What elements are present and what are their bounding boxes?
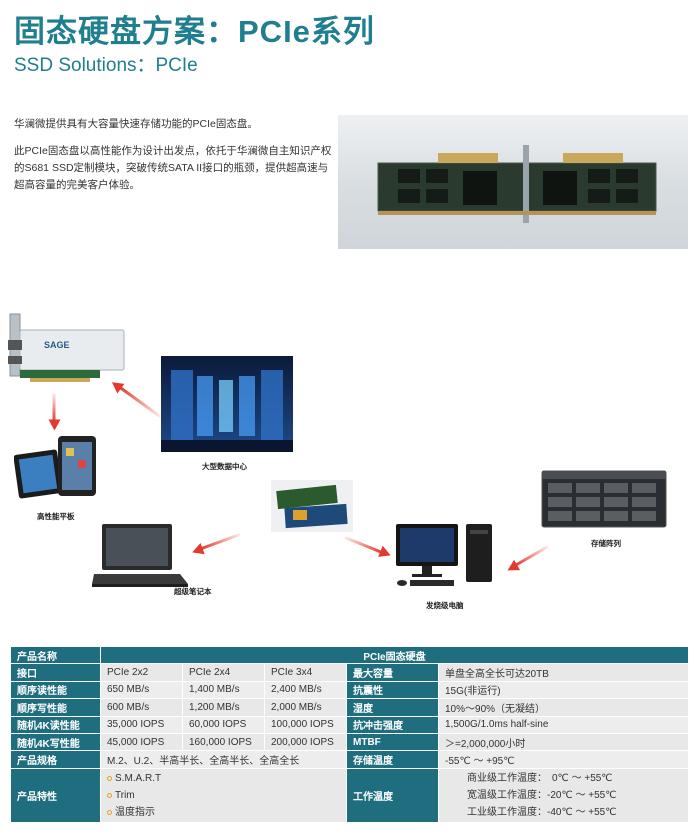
list-item: 商业级工作温度： 0℃ ～ +55℃ bbox=[467, 772, 613, 784]
table-header-row: 产品名称 PCIe固态硬盘 bbox=[10, 645, 689, 665]
table-cell: PCIe 2x4 bbox=[182, 663, 265, 682]
table-row: 随机4K写性能 45,000 IOPS 160,000 IOPS 200,000… bbox=[10, 732, 689, 752]
table-cell: 15G(非运行) bbox=[438, 680, 689, 700]
table-cell: 200,000 IOPS bbox=[264, 732, 347, 752]
row-label: 接口 bbox=[10, 663, 101, 682]
table-header-product-title: PCIe固态硬盘 bbox=[100, 645, 689, 665]
ssd-modules-image bbox=[271, 480, 353, 532]
table-cell: 1,200 MB/s bbox=[182, 698, 265, 717]
table-cell: PCIe 2x2 bbox=[100, 663, 183, 682]
table-cell: 35,000 IOPS bbox=[100, 715, 183, 734]
bullet-icon bbox=[107, 792, 112, 798]
row-label: MTBF bbox=[346, 732, 439, 752]
intro-paragraph-2: 此PCIe固态盘以高性能作为设计出发点，依托于华澜微自主知识产权的S681 SS… bbox=[14, 145, 332, 191]
table-header-product-name: 产品名称 bbox=[10, 645, 101, 665]
intro-text: 华澜微提供具有大容量快速存储功能的PCIe固态盘。 此PCIe固态盘以高性能作为… bbox=[14, 116, 334, 204]
arrow-storage-to-desktop bbox=[514, 545, 549, 567]
row-label: 顺序写性能 bbox=[10, 698, 101, 717]
table-cell: 2,400 MB/s bbox=[264, 680, 347, 700]
laptop-image bbox=[92, 524, 188, 587]
table-cell: 1,500G/1.0ms half-sine bbox=[438, 715, 689, 734]
feature-text: 温度指示 bbox=[115, 806, 155, 818]
spec-table: 产品名称 PCIe固态硬盘 接口 PCIe 2x2 PCIe 2x4 PCIe … bbox=[10, 645, 689, 823]
table-row: 接口 PCIe 2x2 PCIe 2x4 PCIe 3x4 最大容量 单盘全高全… bbox=[10, 663, 689, 682]
table-row: 产品规格 M.2、U.2、半高半长、全高半长、全高全长 存储温度 -55℃ ～ … bbox=[10, 750, 689, 769]
arrow-datacenter-to-card bbox=[118, 385, 161, 418]
arrow-to-laptop bbox=[200, 533, 241, 551]
row-label: 抗震性 bbox=[346, 680, 439, 700]
table-cell: -55℃ ～ +95℃ bbox=[438, 750, 689, 769]
table-row: 随机4K读性能 35,000 IOPS 60,000 IOPS 100,000 … bbox=[10, 715, 689, 734]
table-row: 顺序读性能 650 MB/s 1,400 MB/s 2,400 MB/s 抗震性… bbox=[10, 680, 689, 700]
list-item: 温度指示 bbox=[107, 804, 340, 821]
page-title: 固态硬盘方案：PCIe系列 bbox=[14, 14, 375, 49]
table-cell: ＞=2,000,000小时 bbox=[438, 732, 689, 752]
desktop-image bbox=[396, 524, 492, 586]
feature-text: Trim bbox=[115, 789, 135, 801]
label-storage-array: 存储阵列 bbox=[591, 539, 621, 548]
table-cell: 650 MB/s bbox=[100, 680, 183, 700]
row-label: 随机4K写性能 bbox=[10, 732, 101, 752]
table-cell: M.2、U.2、半高半长、全高半长、全高全长 bbox=[100, 750, 347, 769]
arrow-to-desktop bbox=[344, 536, 383, 554]
table-cell: 45,000 IOPS bbox=[100, 732, 183, 752]
feature-list: S.M.A.R.T Trim 温度指示 bbox=[100, 767, 347, 823]
pcie-card-image bbox=[377, 145, 657, 223]
row-label: 产品特性 bbox=[10, 767, 101, 823]
intro-paragraph-1: 华澜微提供具有大容量快速存储功能的PCIe固态盘。 bbox=[14, 118, 258, 130]
table-cell: PCIe 3x4 bbox=[264, 663, 347, 682]
row-label: 顺序读性能 bbox=[10, 680, 101, 700]
row-label: 抗冲击强度 bbox=[346, 715, 439, 734]
product-photo bbox=[338, 115, 688, 249]
table-cell: 10%～90%（无凝结） bbox=[438, 698, 689, 717]
row-label: 产品规格 bbox=[10, 750, 101, 769]
tablet-image bbox=[14, 436, 96, 499]
row-label: 存储温度 bbox=[346, 750, 439, 769]
label-laptop: 超级笔记本 bbox=[174, 587, 212, 596]
row-label: 最大容量 bbox=[346, 663, 439, 682]
arrow-card-to-tablet bbox=[52, 393, 56, 422]
list-item: Trim bbox=[107, 787, 340, 804]
page-subtitle: SSD Solutions：PCIe bbox=[14, 55, 198, 76]
storage-array-image bbox=[541, 470, 667, 528]
list-item: 工业级工作温度：-40℃ ～ +55℃ bbox=[467, 806, 617, 818]
table-cell: 2,000 MB/s bbox=[264, 698, 347, 717]
bullet-icon bbox=[107, 775, 112, 781]
row-label: 工作温度 bbox=[346, 767, 439, 823]
temperature-list: 商业级工作温度： 0℃ ～ +55℃ 宽温级工作温度：-20℃ ～ +55℃ 工… bbox=[438, 767, 689, 823]
card-brand-text: SAGE bbox=[44, 340, 70, 350]
table-cell: 60,000 IOPS bbox=[182, 715, 265, 734]
label-desktop: 发烧级电脑 bbox=[426, 601, 464, 610]
list-item: S.M.A.R.T bbox=[107, 770, 340, 787]
table-cell: 600 MB/s bbox=[100, 698, 183, 717]
row-label: 湿度 bbox=[346, 698, 439, 717]
feature-text: S.M.A.R.T bbox=[115, 772, 162, 784]
table-cell: 单盘全高全长可达20TB bbox=[438, 663, 689, 682]
label-tablet: 高性能平板 bbox=[37, 512, 75, 521]
list-item: 宽温级工作温度：-20℃ ～ +55℃ bbox=[467, 789, 617, 801]
table-cell: 160,000 IOPS bbox=[182, 732, 265, 752]
pcie-card-illustration: SAGE bbox=[8, 313, 125, 382]
table-cell: 1,400 MB/s bbox=[182, 680, 265, 700]
datacenter-image bbox=[161, 356, 293, 452]
table-row: 顺序写性能 600 MB/s 1,200 MB/s 2,000 MB/s 湿度 … bbox=[10, 698, 689, 717]
bullet-icon bbox=[107, 809, 112, 815]
label-datacenter: 大型数据中心 bbox=[202, 462, 247, 471]
row-label: 随机4K读性能 bbox=[10, 715, 101, 734]
table-row: 产品特性 S.M.A.R.T Trim 温度指示 工作温度 商业级工作温度： 0… bbox=[10, 767, 689, 823]
table-cell: 100,000 IOPS bbox=[264, 715, 347, 734]
